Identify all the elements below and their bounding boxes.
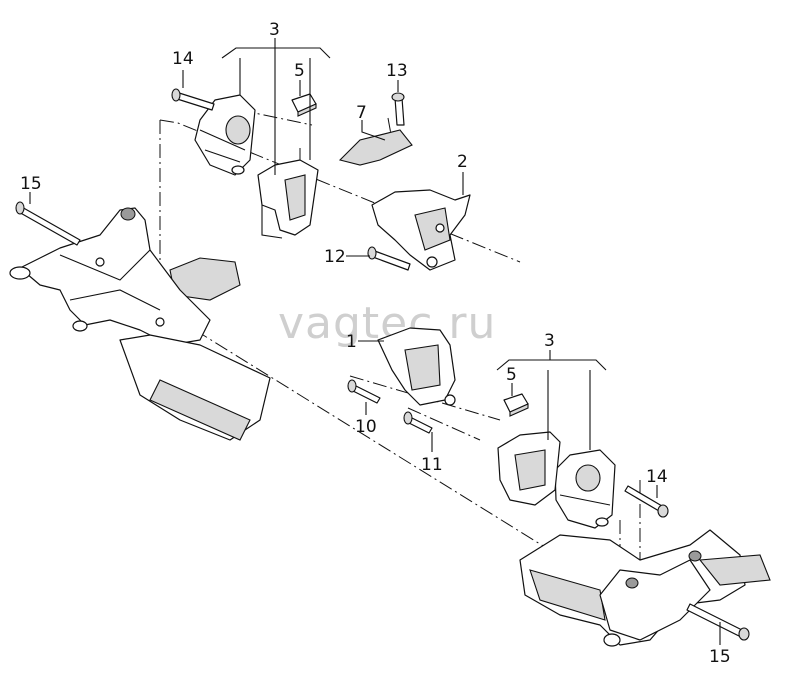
callout-5-top: 5 bbox=[294, 61, 305, 81]
callout-15-left: 15 bbox=[20, 174, 42, 194]
bolt-11 bbox=[403, 411, 433, 434]
callout-3-bottom: 3 bbox=[544, 331, 555, 351]
callout-14-top: 14 bbox=[172, 49, 194, 69]
bolt-14-lower bbox=[624, 485, 669, 518]
callout-labels: 3 14 5 13 7 2 15 12 1 3 5 10 11 14 15 bbox=[20, 20, 731, 667]
bolt-15-left bbox=[15, 201, 81, 246]
callout-1: 1 bbox=[346, 332, 357, 352]
callout-2: 2 bbox=[457, 152, 468, 172]
engine-mount-lower bbox=[554, 449, 616, 529]
subframe-front bbox=[9, 207, 271, 441]
callout-13: 13 bbox=[386, 61, 408, 81]
subframe-rear bbox=[519, 529, 771, 647]
cap-5-lower bbox=[503, 393, 529, 417]
bolt-13 bbox=[391, 92, 405, 126]
callout-11: 11 bbox=[421, 455, 443, 475]
cap-5-upper bbox=[291, 93, 317, 117]
bracket-2 bbox=[371, 189, 471, 271]
callout-12: 12 bbox=[324, 247, 346, 267]
leader-lines bbox=[29, 38, 721, 645]
callout-3-top: 3 bbox=[269, 20, 280, 40]
bracket-1 bbox=[377, 327, 456, 406]
callout-7: 7 bbox=[356, 103, 367, 123]
callout-14-bottom: 14 bbox=[646, 467, 668, 487]
bolt-15-bottom bbox=[686, 603, 750, 641]
bolt-12 bbox=[367, 246, 411, 271]
callout-5-bottom: 5 bbox=[506, 365, 517, 385]
callout-15-bottom: 15 bbox=[709, 647, 731, 667]
mount-bracket-lower bbox=[497, 431, 561, 506]
heat-shield-7 bbox=[338, 129, 413, 166]
bolt-14-upper bbox=[171, 88, 215, 111]
callout-10: 10 bbox=[355, 417, 377, 437]
bolt-10 bbox=[347, 379, 381, 404]
mount-bracket-upper bbox=[257, 159, 319, 239]
engine-mount-upper bbox=[194, 94, 256, 176]
